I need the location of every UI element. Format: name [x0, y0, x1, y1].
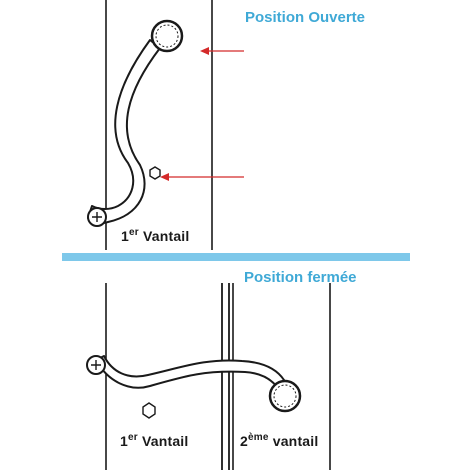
- arrow-to-pin: [160, 173, 244, 181]
- label-leaf-1-top-number: 1: [121, 228, 129, 244]
- label-leaf-1-bottom: 1er Vantail: [120, 432, 189, 450]
- label-leaf-1-top: 1er Vantail: [121, 227, 190, 245]
- label-leaf-1-top-sup: er: [129, 227, 139, 238]
- bottom-panel: [86, 283, 331, 470]
- title-open: Position Ouverte: [245, 9, 366, 26]
- label-leaf-2-number: 2: [240, 433, 248, 449]
- handle-knob-closed-inner: [273, 384, 297, 408]
- label-leaf-1-bottom-number: 1: [120, 433, 128, 449]
- hex-pin-closed-icon: [142, 402, 156, 419]
- handle-closed: [95, 355, 285, 389]
- section-divider: [62, 253, 410, 261]
- title-closed: Position fermée: [244, 269, 357, 286]
- label-leaf-1-bottom-text: Vantail: [137, 433, 189, 449]
- label-leaf-1-top-text: Vantail: [138, 228, 190, 244]
- label-leaf-2-text: vantail: [268, 433, 319, 449]
- arrow-to-knob: [200, 47, 244, 55]
- handle-knob-top-inner: [155, 24, 179, 48]
- top-panel: [87, 0, 244, 250]
- label-leaf-2-sup: ème: [248, 432, 269, 443]
- hex-pin-icon: [149, 166, 161, 180]
- screw-head-mark-closed: [91, 360, 101, 370]
- screw-head-mark: [92, 212, 102, 222]
- label-leaf-1-bottom-sup: er: [128, 432, 138, 443]
- handle-open: [87, 39, 161, 225]
- label-leaf-2-bottom: 2ème vantail: [240, 432, 319, 450]
